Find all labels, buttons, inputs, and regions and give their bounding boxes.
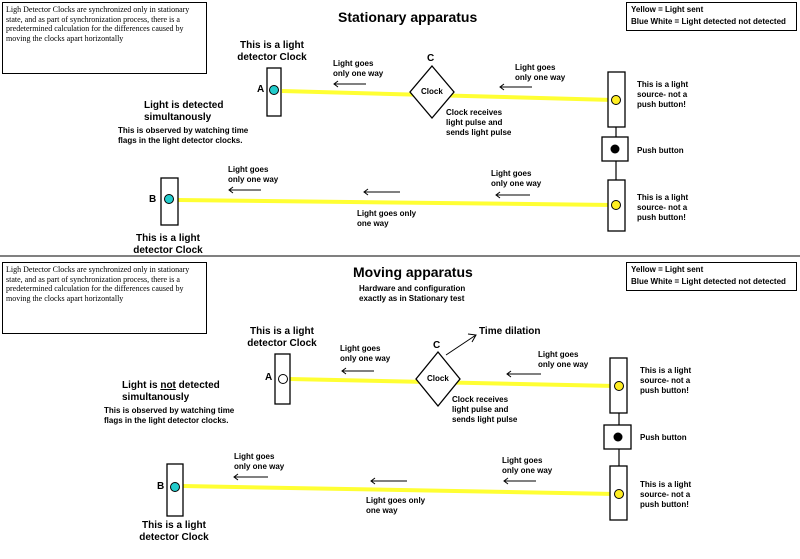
- mv-way-b-right: Light goes only one way: [502, 456, 553, 475]
- st-detected-line1: Light is detected: [144, 100, 224, 111]
- mv-detector-a-dot: [278, 374, 288, 384]
- st-way-clock-to-source: Light goes only one way: [515, 63, 566, 82]
- mv-legend-blue-white: Blue White = Light detected not detected: [631, 277, 786, 286]
- mv-way-clock-to-source: Light goes only one way: [538, 350, 589, 369]
- mv-push-button-dot: [613, 432, 623, 442]
- mv-push-button-label: Push button: [640, 433, 687, 442]
- mv-not-detected-pre: Light is: [122, 380, 158, 391]
- mv-detector-b-dot: [170, 482, 180, 492]
- mv-legend: Yellow = Light sent Blue White = Light d…: [626, 262, 797, 291]
- st-source-bottom-label: This is a light source- not a push butto…: [637, 193, 689, 222]
- st-title: Stationary apparatus: [338, 9, 478, 25]
- st-way-b-upper: Light goes only one way: [228, 165, 279, 184]
- mv-marker-a: A: [265, 372, 273, 383]
- mv-source-top-dot: [614, 381, 624, 391]
- mv-source-bottom-dot: [614, 489, 624, 499]
- mv-source-top-label: This is a light source- not a push butto…: [640, 366, 692, 395]
- st-clock-label: Clock: [421, 87, 443, 96]
- st-marker-b: B: [149, 194, 157, 205]
- st-legend: Yellow = Light sent Blue White = Light d…: [626, 2, 797, 31]
- st-source-top-dot: [611, 95, 621, 105]
- mv-sync-note: Ligh Detector Clocks are synchronized on…: [2, 262, 207, 334]
- mv-clock-label: Clock: [427, 374, 449, 383]
- st-observed-note: This is observed by watching time flags …: [118, 126, 249, 145]
- st-legend-yellow: Yellow = Light sent: [631, 5, 704, 14]
- st-push-button-dot: [610, 144, 620, 154]
- mv-detector-bottom-label: This is a light detector Clock: [139, 520, 209, 543]
- mv-observed-note: This is observed by watching time flags …: [104, 406, 235, 425]
- mv-marker-c: C: [433, 340, 441, 351]
- st-beam-b: [177, 198, 614, 207]
- mv-source-bottom-label: This is a light source- not a push butto…: [640, 480, 692, 509]
- mv-not-detected-line2: simultanously: [122, 392, 190, 403]
- mv-time-dilation-arrow: [445, 334, 477, 356]
- mv-marker-b: B: [157, 481, 165, 492]
- st-detected-line2: simultanously: [144, 112, 212, 123]
- mv-not-detected-line1: Light is not detected: [122, 380, 220, 392]
- st-marker-a: A: [257, 84, 265, 95]
- mv-not-detected-post: detected: [178, 380, 220, 391]
- mv-clock-diamond: [415, 350, 461, 408]
- mv-way-a-to-clock: Light goes only one way: [340, 344, 391, 363]
- mv-subtitle: Hardware and configuration exactly as in…: [359, 284, 466, 303]
- st-marker-c: C: [427, 53, 435, 64]
- mv-way-b-upper: Light goes only one way: [234, 452, 285, 471]
- st-detector-b-dot: [164, 194, 174, 204]
- st-way-b-lower: Light goes only one way: [357, 209, 417, 228]
- st-clock-note: Clock receives light pulse and sends lig…: [446, 108, 512, 137]
- st-detector-a-dot: [269, 85, 279, 95]
- st-way-a-to-clock: Light goes only one way: [333, 59, 384, 78]
- st-source-bottom-dot: [611, 200, 621, 210]
- st-detector-bottom-label: This is a light detector Clock: [133, 233, 203, 256]
- st-detector-top-label: This is a light detector Clock: [237, 40, 307, 63]
- mv-not-detected-not: not: [160, 380, 176, 391]
- mv-title: Moving apparatus: [353, 264, 473, 280]
- st-clock-diamond: [409, 64, 455, 120]
- mv-legend-yellow: Yellow = Light sent: [631, 265, 704, 274]
- st-legend-blue-white: Blue White = Light detected not detected: [631, 17, 786, 26]
- mv-time-dilation: Time dilation: [479, 326, 541, 337]
- mv-detector-top-label: This is a light detector Clock: [247, 326, 317, 349]
- st-sync-note: Ligh Detector Clocks are synchronized on…: [2, 2, 207, 74]
- mv-way-b-lower: Light goes only one way: [366, 496, 426, 515]
- st-source-top-label: This is a light source- not a push butto…: [637, 80, 689, 109]
- mv-beam-b: [182, 484, 616, 496]
- st-way-b-right: Light goes only one way: [491, 169, 542, 188]
- mv-clock-note: Clock receives light pulse and sends lig…: [452, 395, 518, 424]
- st-push-button-label: Push button: [637, 146, 684, 155]
